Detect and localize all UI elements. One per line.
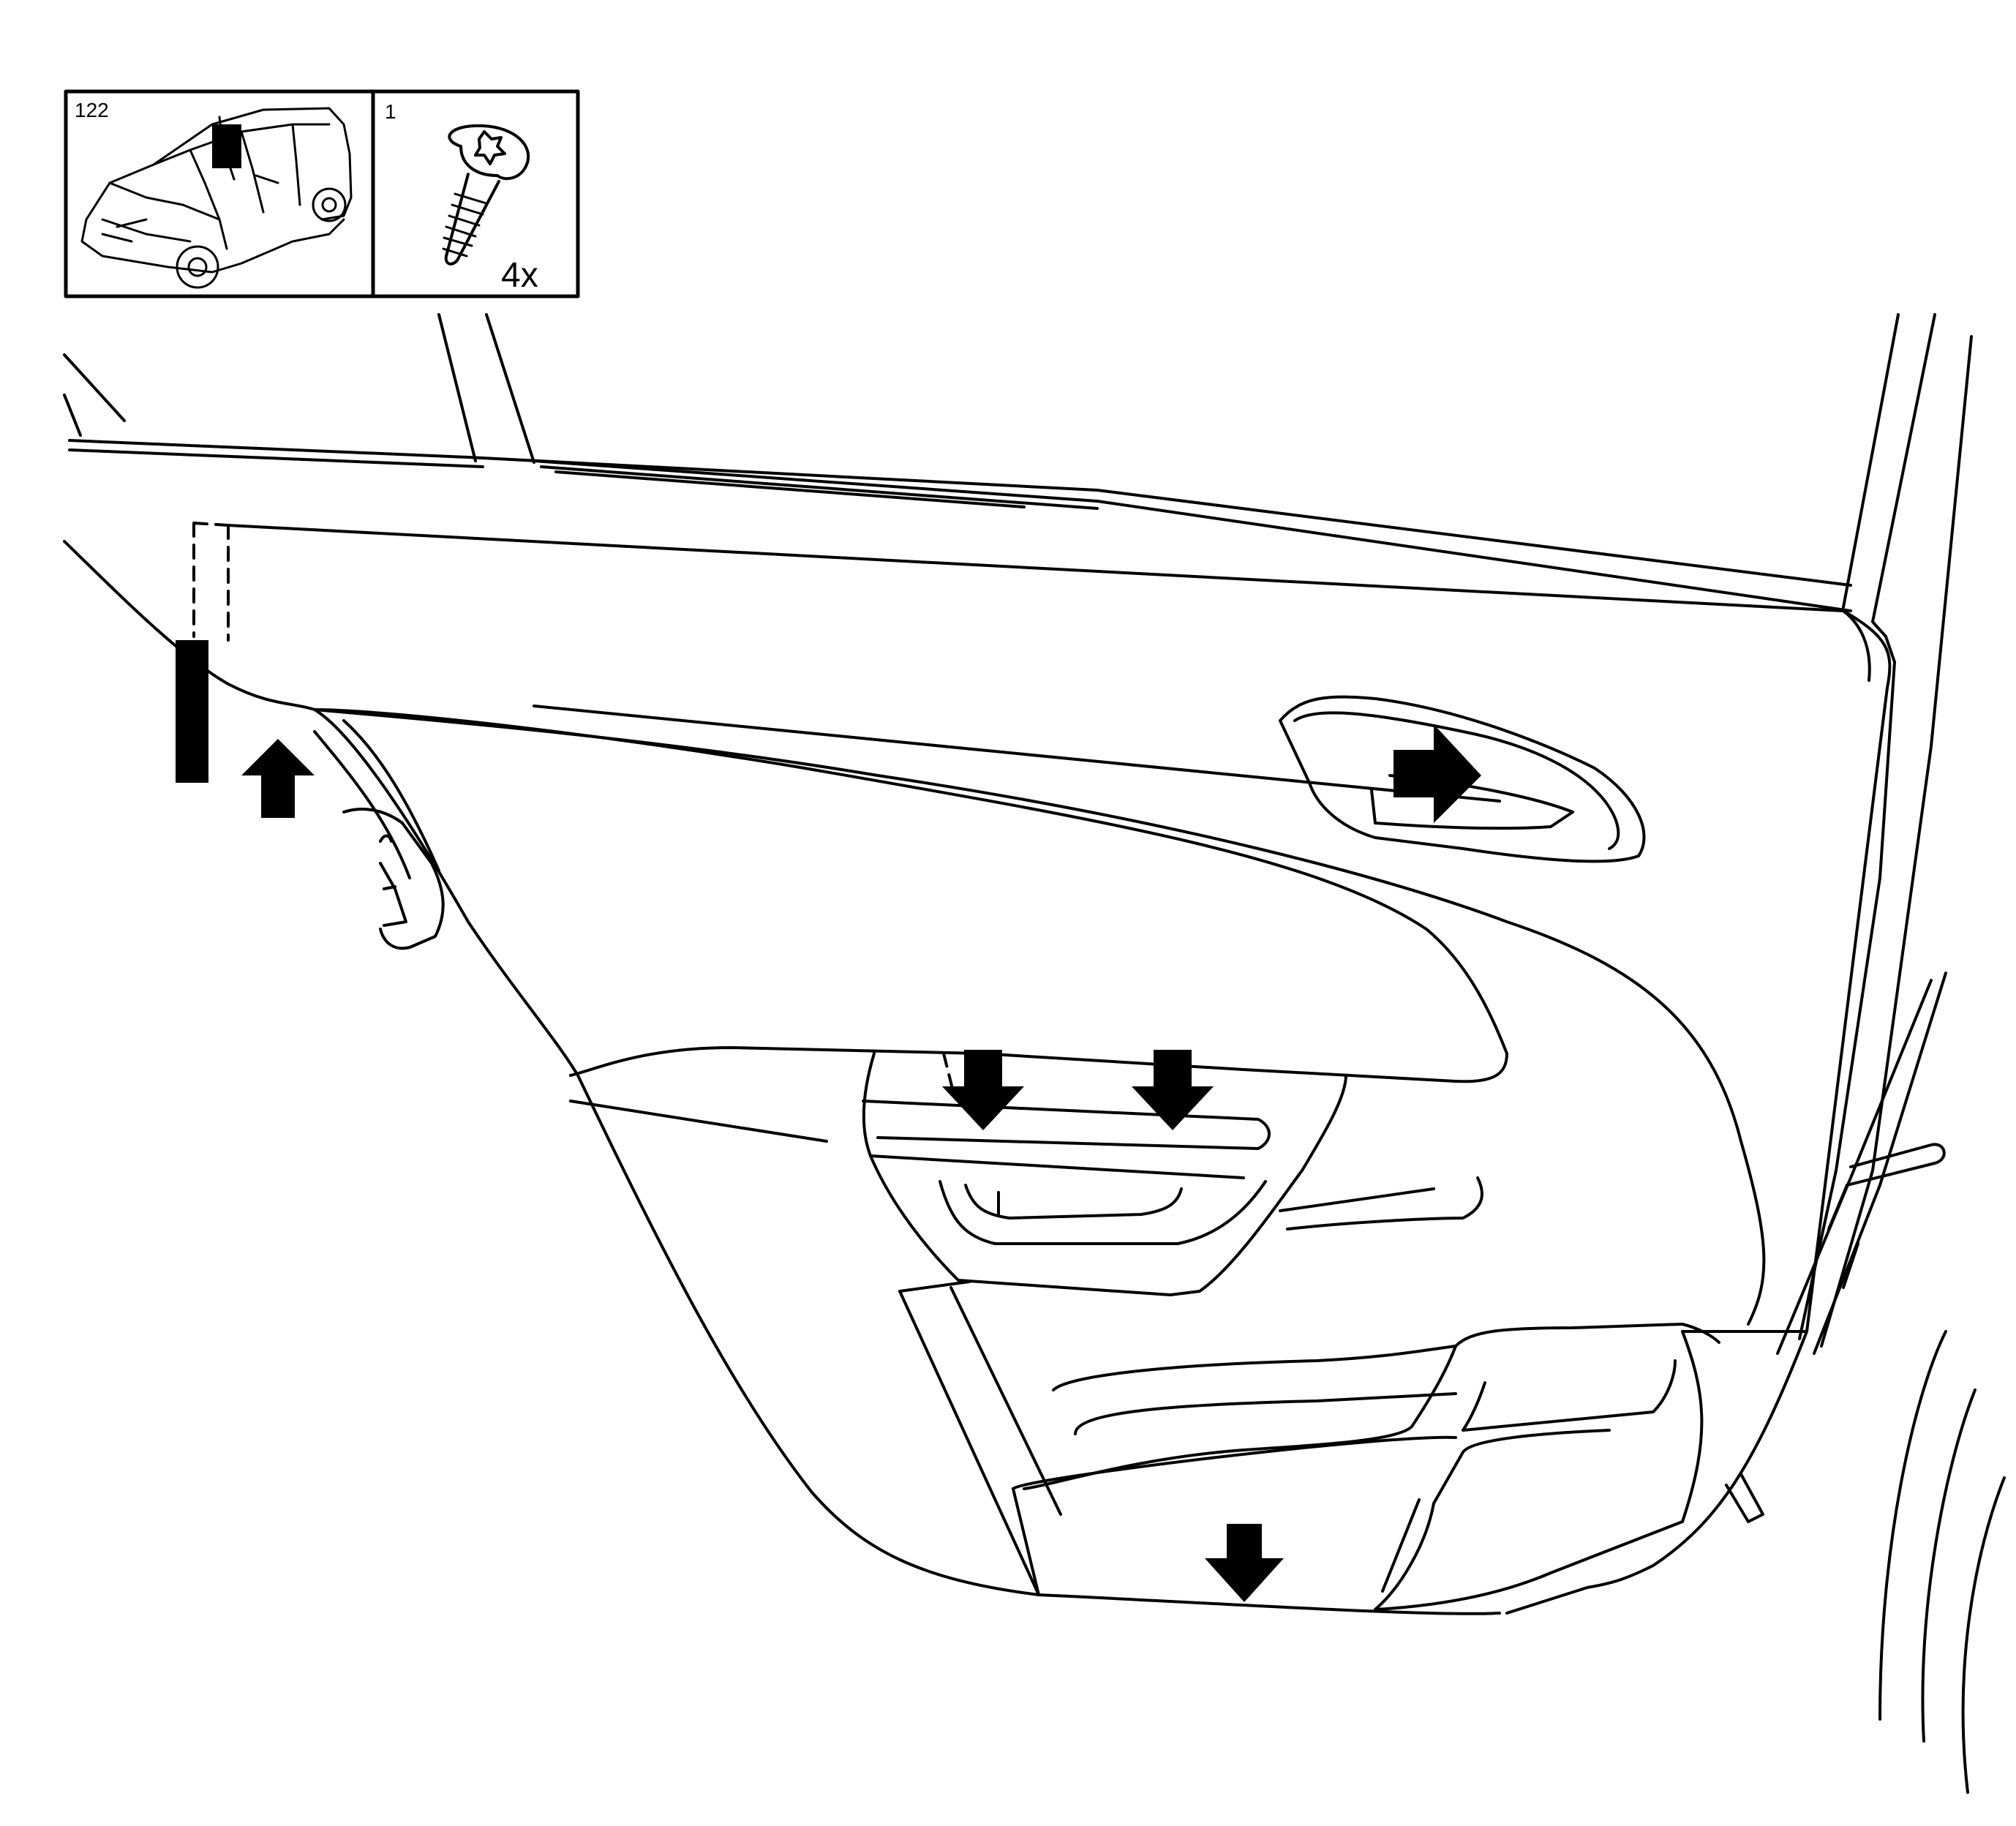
arrow-down-icon — [1205, 1524, 1284, 1602]
map-pocket — [1012, 1323, 1764, 1615]
arrow-up-icon — [241, 739, 315, 818]
vehicle-ref-number: 122 — [75, 99, 109, 121]
arrow-down-icon — [1132, 1050, 1214, 1130]
arrow-down-icon — [942, 1050, 1024, 1130]
removal-arrows — [241, 724, 1481, 1602]
pull-handle-cavity — [862, 1052, 1347, 1296]
door-trim-panel — [63, 522, 1892, 1615]
arrow-right-icon — [1393, 724, 1481, 823]
torx-screw-icon — [442, 124, 530, 266]
door-frame — [63, 313, 2006, 1794]
part-ref-number: 1 — [385, 100, 396, 123]
car-body-icon — [80, 107, 353, 289]
legend-box: 122 1 4x — [64, 89, 580, 298]
part-quantity: 4x — [501, 256, 538, 295]
clip-marker — [176, 640, 208, 783]
